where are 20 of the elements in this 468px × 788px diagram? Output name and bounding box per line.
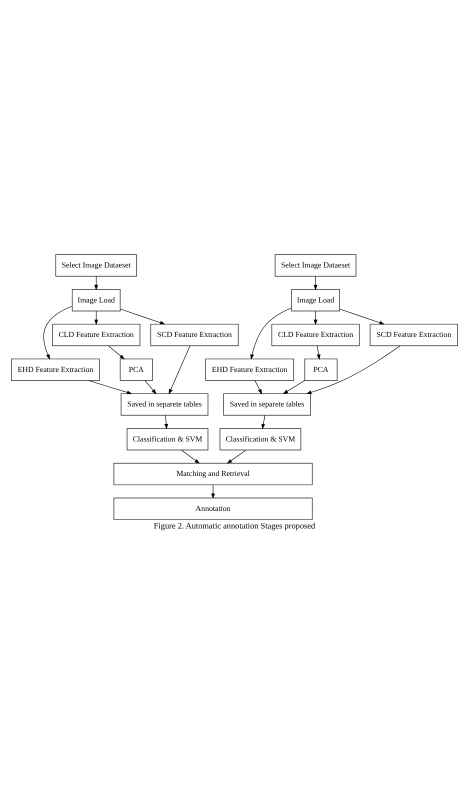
arrow <box>338 308 384 324</box>
arrow <box>316 346 320 360</box>
arrow <box>250 308 292 360</box>
arrow <box>254 380 262 394</box>
arrow <box>260 415 265 430</box>
arrow <box>42 306 72 360</box>
arrow <box>88 380 132 394</box>
arrow <box>168 346 190 394</box>
arrow <box>313 310 317 326</box>
arrow <box>226 450 246 464</box>
caption: Figure 2. Automatic annotation Stages proposed <box>153 522 315 531</box>
arrow <box>119 308 165 324</box>
arrow <box>180 450 200 464</box>
arrow <box>164 415 168 430</box>
arrow <box>282 380 305 394</box>
arrow <box>108 346 124 360</box>
arrow <box>144 380 156 394</box>
arrow <box>313 276 317 290</box>
arrow <box>306 346 400 394</box>
arrow <box>210 484 214 499</box>
